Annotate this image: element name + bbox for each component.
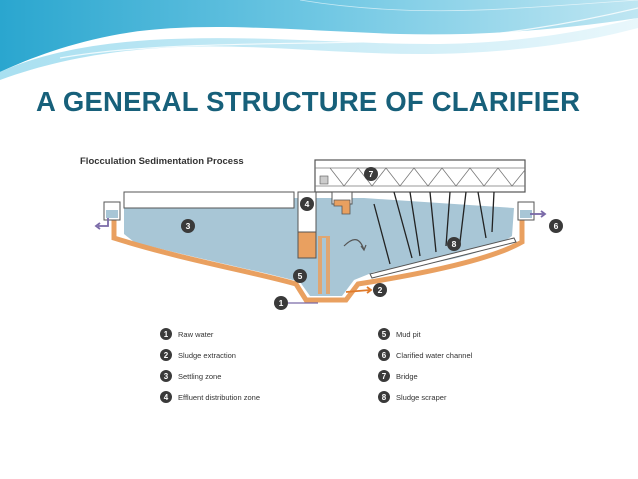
legend-item-settling-zone: 3 Settling zone [160,369,221,383]
legend-number: 4 [160,391,172,403]
tank-wall [111,206,525,303]
legend-number: 7 [378,370,390,382]
callout-4: 4 [300,197,314,211]
svg-text:8: 8 [452,239,457,249]
legend-number: 2 [160,349,172,361]
bridge [314,159,526,193]
callout-8: 8 [447,237,461,251]
svg-text:6: 6 [554,221,559,231]
legend-label: Sludge extraction [178,350,236,360]
callout-2: 2 [373,283,387,297]
legend-label: Bridge [396,371,418,381]
svg-text:4: 4 [305,199,310,209]
callout-3: 3 [181,219,195,233]
legend-number: 8 [378,391,390,403]
legend-number: 6 [378,349,390,361]
svg-text:5: 5 [298,271,303,281]
legend-label: Mud pit [396,329,421,339]
header-wave-decoration [0,0,638,80]
legend-number: 1 [160,328,172,340]
legend-item-mud-pit: 5 Mud pit [378,327,421,341]
legend-item-clarified-water-channel: 6 Clarified water channel [378,348,472,362]
svg-text:7: 7 [369,169,374,179]
callout-5: 5 [293,269,307,283]
clarifier-diagram: 7 4 3 8 6 5 2 1 Flocculation Sedimentati… [74,146,564,442]
svg-text:3: 3 [186,221,191,231]
legend-item-raw-water: 1 Raw water [160,327,213,341]
callout-7: 7 [364,167,378,181]
legend-label: Clarified water channel [396,350,473,360]
legend-label: Sludge scraper [396,392,447,402]
slide-title: A GENERAL STRUCTURE OF CLARIFIER [36,86,581,117]
clarifier-illustration: 7 4 3 8 6 5 2 1 [94,159,563,310]
legend-item-effluent-distribution-zone: 4 Effluent distribution zone [160,390,260,404]
legend-label: Raw water [178,329,214,339]
svg-text:2: 2 [378,285,383,295]
sludge-scraper [369,237,517,279]
legend-label: Effluent distribution zone [178,392,260,402]
legend-item-sludge-extraction: 2 Sludge extraction [160,348,236,362]
svg-text:1: 1 [279,298,284,308]
legend-item-sludge-scraper: 8 Sludge scraper [378,390,446,404]
callout-6: 6 [549,219,563,233]
legend-item-bridge: 7 Bridge [378,369,418,383]
legend-number: 3 [160,370,172,382]
legend-number: 5 [378,328,390,340]
diagram-title: Flocculation Sedimentation Process [80,156,244,167]
scraper-arms [373,191,495,265]
callout-1: 1 [274,296,288,310]
legend-label: Settling zone [178,371,222,381]
